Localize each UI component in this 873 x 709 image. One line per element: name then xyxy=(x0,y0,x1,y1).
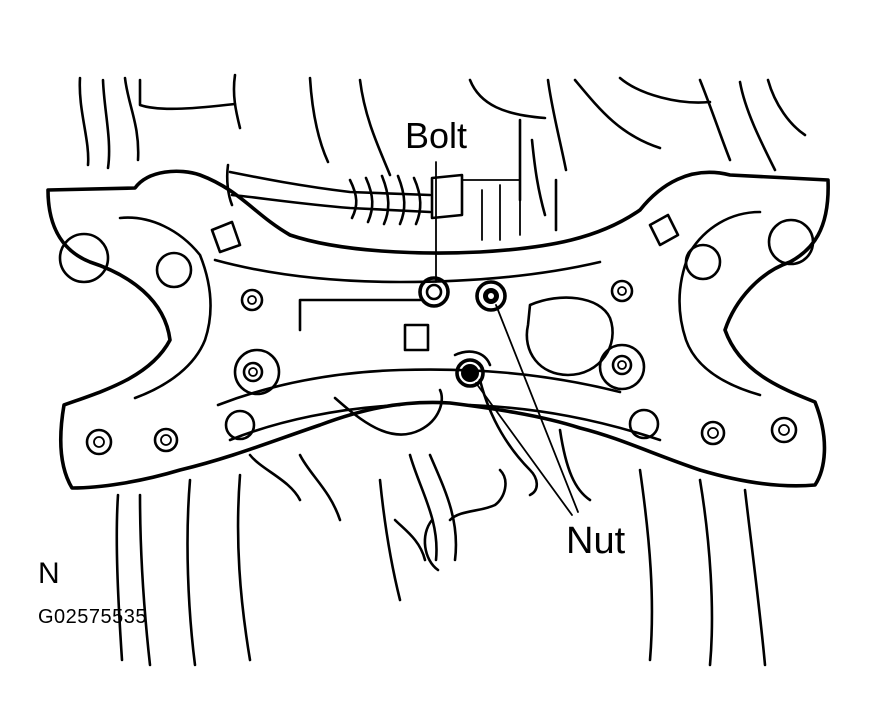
background-structure xyxy=(78,73,807,241)
mounting-bolts xyxy=(85,279,798,456)
nut-fastener-lower xyxy=(455,358,485,388)
nut-leader-line-upper xyxy=(495,304,579,513)
leader-lines xyxy=(435,161,579,516)
bolt-callout-label: Bolt xyxy=(405,115,468,156)
nut-leader-line-lower xyxy=(475,382,573,516)
nut-callout-label: Nut xyxy=(566,520,626,562)
bolt-fastener xyxy=(418,276,450,308)
direction-mark: N xyxy=(38,557,60,590)
crossmember-holes xyxy=(58,213,815,441)
figure-code: G02575535 xyxy=(38,606,148,628)
hoses xyxy=(115,378,767,667)
crossmember xyxy=(46,169,830,490)
drive-shaft xyxy=(225,163,464,226)
nut-fastener-upper xyxy=(475,280,507,312)
